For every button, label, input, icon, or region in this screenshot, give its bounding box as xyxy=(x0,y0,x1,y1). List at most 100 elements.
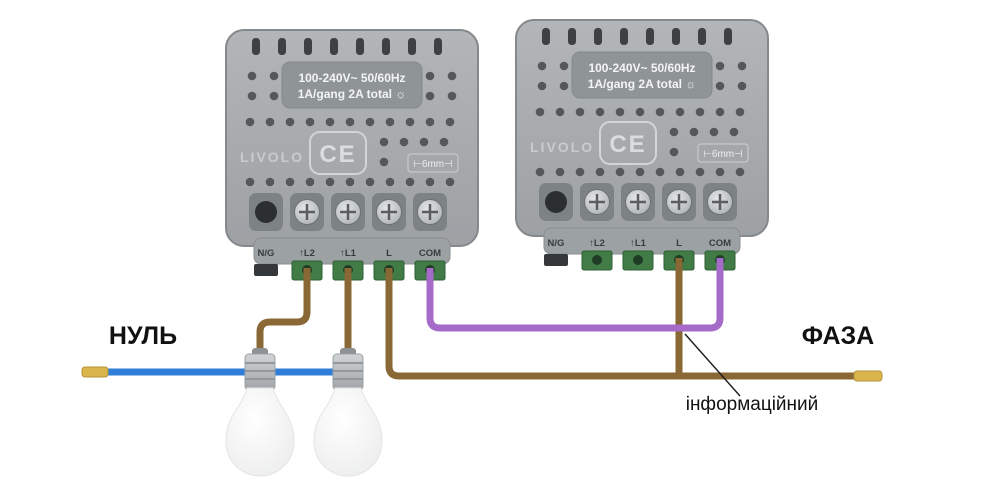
vent-hole xyxy=(399,137,409,147)
vent-hole xyxy=(445,117,455,127)
vent-hole xyxy=(345,117,355,127)
vent-hole xyxy=(575,167,585,177)
terminal-green-screw xyxy=(592,255,602,265)
vent-hole xyxy=(425,177,435,187)
vent-hole xyxy=(555,167,565,177)
terminal-label-ng: N/G xyxy=(258,248,275,259)
vent-slot xyxy=(356,38,364,55)
vent-hole xyxy=(265,117,275,127)
vent-hole xyxy=(447,71,457,81)
vent-slot xyxy=(698,28,706,45)
vent-hole xyxy=(737,61,747,71)
vent-hole xyxy=(447,91,457,101)
vent-hole xyxy=(555,107,565,117)
terminal-label-l2: ↑L2 xyxy=(589,238,605,249)
vent-slot xyxy=(304,38,312,55)
vent-hole xyxy=(365,117,375,127)
vent-slot xyxy=(434,38,442,55)
vent-hole xyxy=(247,91,257,101)
terminal-green-screw xyxy=(633,255,643,265)
vent-hole xyxy=(595,167,605,177)
vent-hole xyxy=(535,167,545,177)
vent-hole xyxy=(405,117,415,127)
rating-line2: 1A/gang 2A total ☼ xyxy=(298,87,407,101)
vent-hole xyxy=(425,117,435,127)
screw-slot xyxy=(381,204,397,220)
phase-wire xyxy=(385,258,858,380)
rating-plate xyxy=(571,51,713,99)
module-vents xyxy=(245,38,457,187)
vent-hole xyxy=(559,81,569,91)
bulb-glass xyxy=(313,387,383,477)
switch-module-left: 100-240V~ 50/60Hz 1A/gang 2A total ☼ LIV… xyxy=(225,29,479,281)
vent-hole xyxy=(715,81,725,91)
vent-hole xyxy=(285,177,295,187)
vent-hole xyxy=(269,71,279,81)
vent-hole xyxy=(245,117,255,127)
ce-mark: CE xyxy=(609,131,646,158)
vent-hole xyxy=(445,177,455,187)
vent-slot xyxy=(278,38,286,55)
screw-slot xyxy=(712,194,728,210)
rating-line1: 100-240V~ 50/60Hz xyxy=(298,71,405,85)
vent-slot xyxy=(646,28,654,45)
vent-slot xyxy=(568,28,576,45)
vent-slot xyxy=(672,28,680,45)
rating-plate xyxy=(281,61,423,109)
terminal-label-com: COM xyxy=(709,238,731,249)
screw-slot xyxy=(299,204,315,220)
vent-slot xyxy=(620,28,628,45)
ce-mark-box xyxy=(599,121,657,165)
vent-hole xyxy=(419,137,429,147)
vent-hole xyxy=(715,107,725,117)
vent-hole xyxy=(345,177,355,187)
vent-slot xyxy=(724,28,732,45)
vent-hole xyxy=(735,167,745,177)
vent-hole xyxy=(405,177,415,187)
lamp-wire-1 xyxy=(256,268,311,360)
vent-hole xyxy=(439,137,449,147)
light-bulb-1 xyxy=(225,348,295,477)
vent-hole xyxy=(669,147,679,157)
wire-gauge-box xyxy=(697,143,749,163)
vent-hole xyxy=(655,167,665,177)
vent-hole xyxy=(325,177,335,187)
rating-line2: 1A/gang 2A total ☼ xyxy=(588,77,697,91)
vent-hole xyxy=(615,167,625,177)
vent-hole xyxy=(537,81,547,91)
vent-hole xyxy=(535,107,545,117)
vent-hole xyxy=(379,137,389,147)
vent-hole xyxy=(269,91,279,101)
terminal-slot xyxy=(254,264,278,276)
vent-hole xyxy=(365,177,375,187)
light-bulb-2 xyxy=(313,348,383,477)
info-wire xyxy=(426,258,724,332)
vent-hole xyxy=(385,177,395,187)
switch-module-right: 100-240V~ 50/60Hz 1A/gang 2A total ☼ LIV… xyxy=(515,19,769,271)
rating-line1: 100-240V~ 50/60Hz xyxy=(588,61,695,75)
vent-hole xyxy=(245,177,255,187)
vent-hole xyxy=(575,107,585,117)
terminal-label-l: L xyxy=(386,248,392,259)
screw-slot xyxy=(630,194,646,210)
vent-hole xyxy=(247,71,257,81)
terminal-hole xyxy=(255,201,277,223)
vent-slot xyxy=(330,38,338,55)
vent-hole xyxy=(709,127,719,137)
vent-hole xyxy=(615,107,625,117)
vent-hole xyxy=(385,117,395,127)
module-vents xyxy=(535,28,747,177)
terminal-label-ng: N/G xyxy=(548,238,565,249)
brand-text: LIVOLO xyxy=(240,149,304,165)
wire-gauge-box xyxy=(407,153,459,173)
terminal-label-com: COM xyxy=(419,248,441,259)
ce-mark: CE xyxy=(319,141,356,168)
vent-hole xyxy=(715,167,725,177)
brand-text: LIVOLO xyxy=(530,139,594,155)
wire-gauge-label: ⊢6mm⊣ xyxy=(703,149,743,160)
info-wire-label: інформаційний xyxy=(686,394,819,415)
vent-hole xyxy=(675,167,685,177)
screw-slot xyxy=(340,204,356,220)
terminal-label-l2: ↑L2 xyxy=(299,248,315,259)
neutral-wire-tip xyxy=(81,366,109,378)
